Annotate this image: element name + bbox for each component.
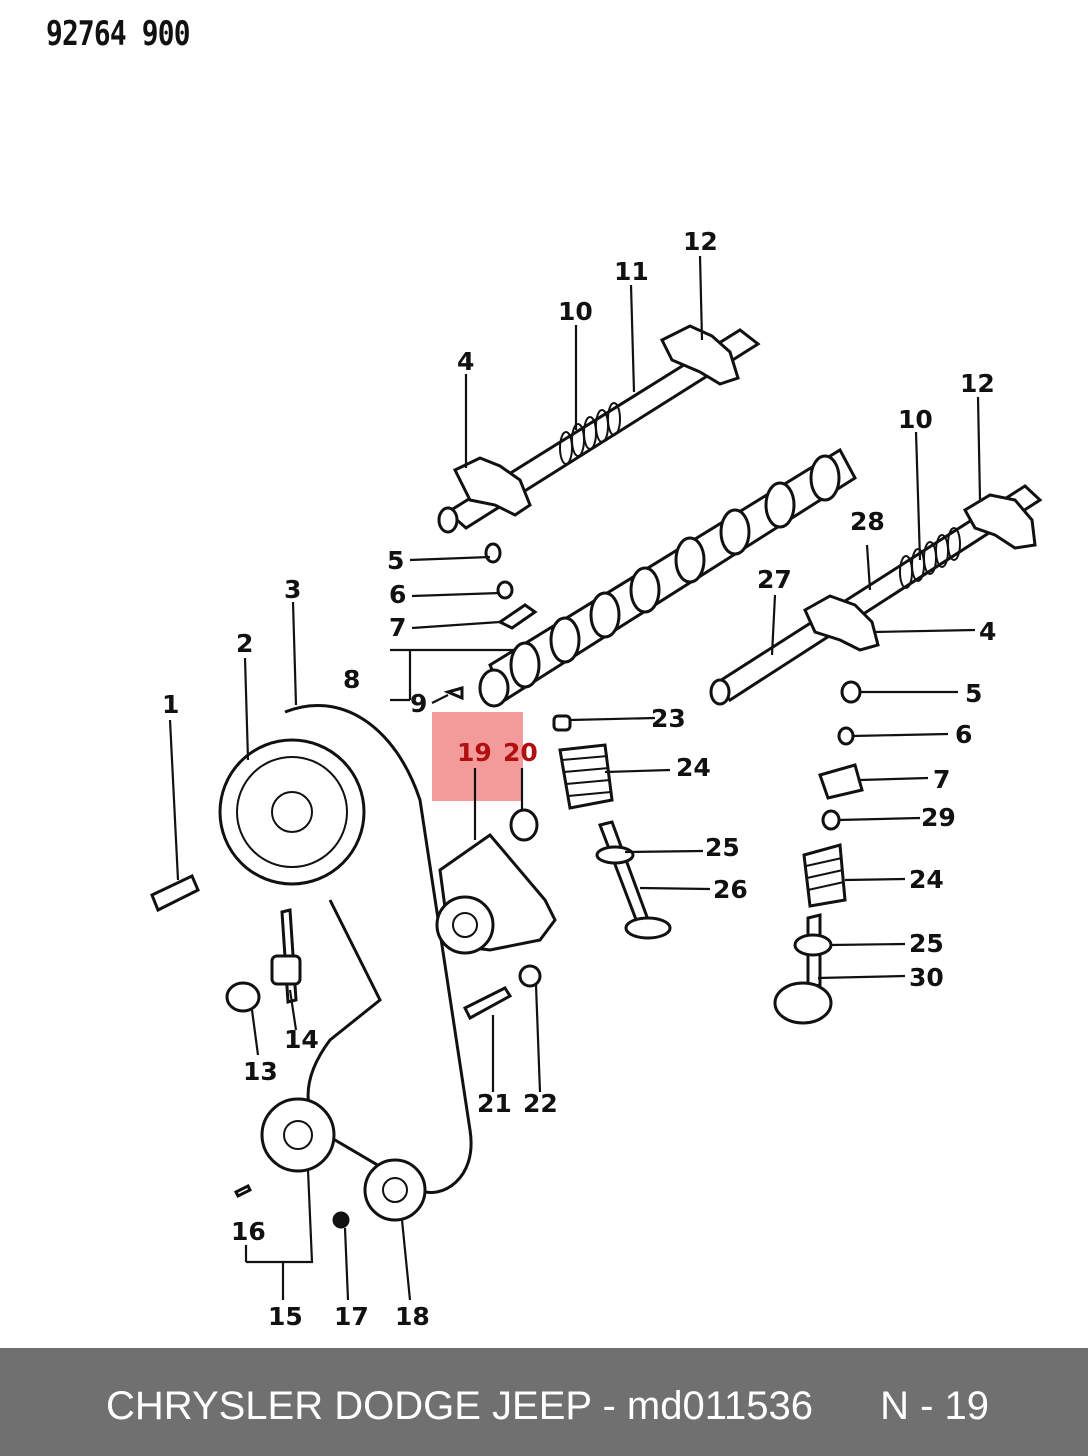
- callout-1: 1: [162, 690, 179, 719]
- callout-15: 15: [268, 1302, 303, 1331]
- small-parts: [443, 542, 864, 1025]
- callout-6-right: 6: [955, 720, 972, 749]
- callout-2: 2: [236, 629, 253, 658]
- footer-brand-part: CHRYSLER DODGE JEEP - md011536: [106, 1384, 813, 1428]
- callout-17: 17: [334, 1302, 369, 1331]
- callout-12-lower: 12: [960, 369, 995, 398]
- callout-3: 3: [284, 575, 301, 604]
- leader-lines: [168, 255, 982, 1301]
- callout-25-right: 25: [909, 929, 944, 958]
- callout-21: 21: [477, 1089, 512, 1118]
- timing-belt-assembly: [150, 704, 557, 1229]
- callout-10-upper: 10: [558, 297, 593, 326]
- callout-20: 20: [503, 738, 538, 767]
- footer-caption: CHRYSLER DODGE JEEP - md011536 N - 19: [106, 1384, 989, 1429]
- callout-12-upper: 12: [683, 227, 718, 256]
- callout-13: 13: [243, 1057, 278, 1086]
- callout-8: 8: [343, 665, 360, 694]
- highlight-box: [432, 712, 523, 801]
- footer-bar: CHRYSLER DODGE JEEP - md011536 N - 19: [0, 1348, 1088, 1456]
- camshaft: [478, 447, 857, 708]
- callout-5-left: 5: [387, 546, 404, 575]
- callout-14: 14: [284, 1025, 319, 1054]
- callout-4-upper: 4: [457, 347, 474, 376]
- callout-30: 30: [909, 963, 944, 992]
- callout-25-left: 25: [705, 833, 740, 862]
- callout-24-left: 24: [676, 753, 711, 782]
- callout-18: 18: [395, 1302, 430, 1331]
- callout-27: 27: [757, 565, 792, 594]
- callout-24-right: 24: [909, 865, 944, 894]
- callout-28: 28: [850, 507, 885, 536]
- callout-5-right: 5: [965, 679, 982, 708]
- callout-23: 23: [651, 704, 686, 733]
- callout-7-left: 7: [389, 613, 406, 642]
- footer-page-ref: N - 19: [880, 1384, 990, 1428]
- callout-19: 19: [457, 738, 492, 767]
- callout-9: 9: [410, 689, 427, 718]
- rocker-shaft-upper: [437, 324, 761, 534]
- callout-29: 29: [921, 803, 956, 832]
- callout-22: 22: [523, 1089, 558, 1118]
- callout-4-lower: 4: [979, 617, 996, 646]
- document-code: 92764 900: [46, 14, 191, 54]
- callout-labels: 1 2 3 4 4 5 5 6 6 7 7 8 9 10 10 11 12 12…: [162, 227, 996, 1331]
- callout-11: 11: [614, 257, 649, 286]
- rocker-shaft-lower: [709, 484, 1043, 706]
- callout-26: 26: [713, 875, 748, 904]
- parts-diagram: 1 2 3 4 4 5 5 6 6 7 7 8 9 10 10 11 12 12…: [150, 227, 1043, 1331]
- callout-6-left: 6: [389, 580, 406, 609]
- callout-10-lower: 10: [898, 405, 933, 434]
- callout-7-right: 7: [933, 765, 950, 794]
- callout-16: 16: [231, 1217, 266, 1246]
